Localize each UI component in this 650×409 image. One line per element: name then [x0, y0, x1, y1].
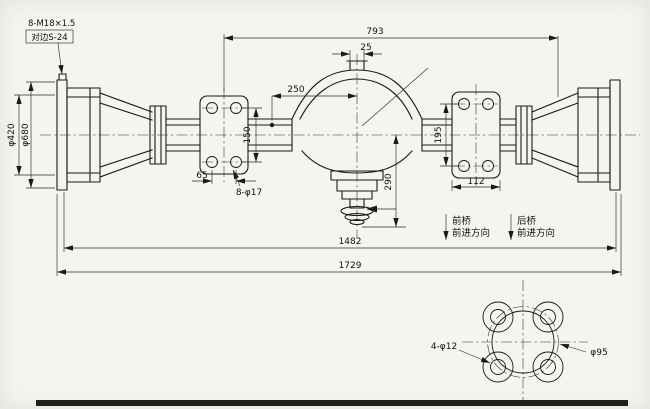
left-taper-housing — [99, 92, 153, 178]
detail-bolt-circle-label: φ95 — [590, 348, 607, 358]
dimension-793: 793 — [223, 27, 559, 97]
dim-text-250: 250 — [287, 85, 304, 95]
dimension-dia-680: φ680 — [21, 81, 55, 189]
extension-lines — [440, 103, 458, 167]
dim-text-1482: 1482 — [339, 237, 362, 247]
detail-bolt-hole — [490, 359, 506, 375]
flange-detail-view: 4-φ12 φ95 — [431, 301, 608, 383]
differential-housing-dome — [291, 69, 423, 120]
dimension-150: 150 — [242, 107, 262, 163]
leader-line — [57, 42, 64, 75]
rear-axle-direction-note: 后桥 前进方向 — [508, 214, 555, 240]
detail-bolt-circle-leader — [559, 343, 587, 353]
rear-axle-label: 后桥 — [517, 215, 537, 227]
datum-dot — [269, 122, 275, 128]
flange-hole-callout: 8-φ17 — [236, 188, 262, 198]
dim-text-112: 112 — [467, 177, 484, 187]
right-axle-tube-outer — [499, 118, 517, 152]
bolt-hole — [206, 156, 218, 168]
callout-stud-thread: 8-M18×1.5 对边S-24 — [25, 19, 75, 75]
dimension-290: 290 — [362, 135, 406, 228]
dim-text-793: 793 — [366, 27, 383, 37]
left-brake-drum — [66, 87, 101, 183]
detail-hole-leader — [458, 349, 491, 364]
axle-outline — [56, 60, 621, 226]
dimension-250: 250 — [269, 85, 357, 128]
dimension-25: 25 — [332, 43, 382, 61]
extension-lines — [63, 192, 617, 252]
detail-ear — [482, 351, 514, 383]
extension-lines — [56, 194, 622, 276]
dim-text-dia680: φ680 — [21, 123, 31, 146]
right-end-flange-plate — [609, 79, 621, 191]
left-end-flange-plate — [56, 73, 68, 191]
gear-housing-stack — [330, 170, 384, 209]
detail-ear — [532, 301, 564, 333]
bolt-hole — [482, 160, 494, 172]
bolt-hole — [206, 102, 218, 114]
detail-bolt-hole — [540, 309, 556, 325]
section-leader-line — [361, 67, 429, 127]
across-flats-label: 对边S-24 — [31, 32, 67, 43]
dim-text-65: 65 — [196, 171, 207, 181]
stud-thread-label: 8-M18×1.5 — [28, 19, 75, 29]
detail-bolt-circle-centerline — [487, 306, 559, 378]
output-flange-hub — [344, 212, 370, 222]
bolt-hole — [458, 160, 470, 172]
dim-text-150: 150 — [243, 126, 253, 143]
sheet-edge-bar — [36, 400, 628, 406]
right-ring-flange — [515, 105, 533, 165]
right-flange-bolt-holes — [458, 98, 494, 172]
front-axle-direction-note: 前桥 前进方向 — [443, 214, 490, 240]
left-flange-bolt-holes — [206, 102, 242, 168]
dimension-112: 112 — [451, 177, 501, 191]
flange-pointer-arrow — [366, 205, 377, 213]
detail-pilot-circle — [491, 310, 555, 374]
bolt-hole — [230, 156, 242, 168]
dim-text-195: 195 — [434, 126, 444, 143]
leader-line — [232, 169, 241, 187]
filler-plug — [346, 60, 368, 71]
dim-text-dia420: φ420 — [7, 123, 17, 146]
dim-text-290: 290 — [384, 173, 394, 190]
detail-hole-callout: 4-φ12 — [431, 342, 457, 352]
bolt-hole — [230, 102, 242, 114]
left-ring-flange — [149, 105, 167, 165]
bolt-hole — [458, 98, 470, 110]
detail-ear — [532, 351, 564, 383]
left-axle-tube-outer — [165, 118, 201, 152]
centerlines — [40, 54, 640, 402]
left-hole-row-centerlines — [202, 107, 246, 163]
front-direction-label: 前进方向 — [452, 227, 490, 239]
dimension-1729: 1729 — [56, 194, 622, 276]
output-flange-end — [349, 218, 365, 226]
dimension-1482: 1482 — [63, 192, 617, 252]
right-mounting-flange — [451, 91, 501, 179]
right-hole-row-centerlines — [454, 103, 498, 167]
front-axle-label: 前桥 — [452, 215, 472, 227]
left-mounting-flange — [199, 95, 249, 175]
detail-bolt-hole — [490, 309, 506, 325]
dim-text-25: 25 — [360, 43, 371, 53]
dimension-dia-420: φ420 — [7, 94, 55, 176]
across-flats-box — [25, 29, 74, 44]
detail-bolt-hole — [540, 359, 556, 375]
extension-lines — [223, 34, 559, 97]
right-taper-housing — [531, 92, 579, 178]
right-axle-tube-inner — [421, 118, 453, 152]
dimension-195: 195 — [434, 103, 458, 167]
callout-flange-holes: 8-φ17 — [232, 169, 262, 198]
detail-ear — [482, 301, 514, 333]
detail-centerlines — [462, 280, 588, 402]
bolt-hole — [482, 98, 494, 110]
dim-text-1729: 1729 — [339, 261, 362, 271]
rear-direction-label: 前进方向 — [517, 227, 555, 239]
